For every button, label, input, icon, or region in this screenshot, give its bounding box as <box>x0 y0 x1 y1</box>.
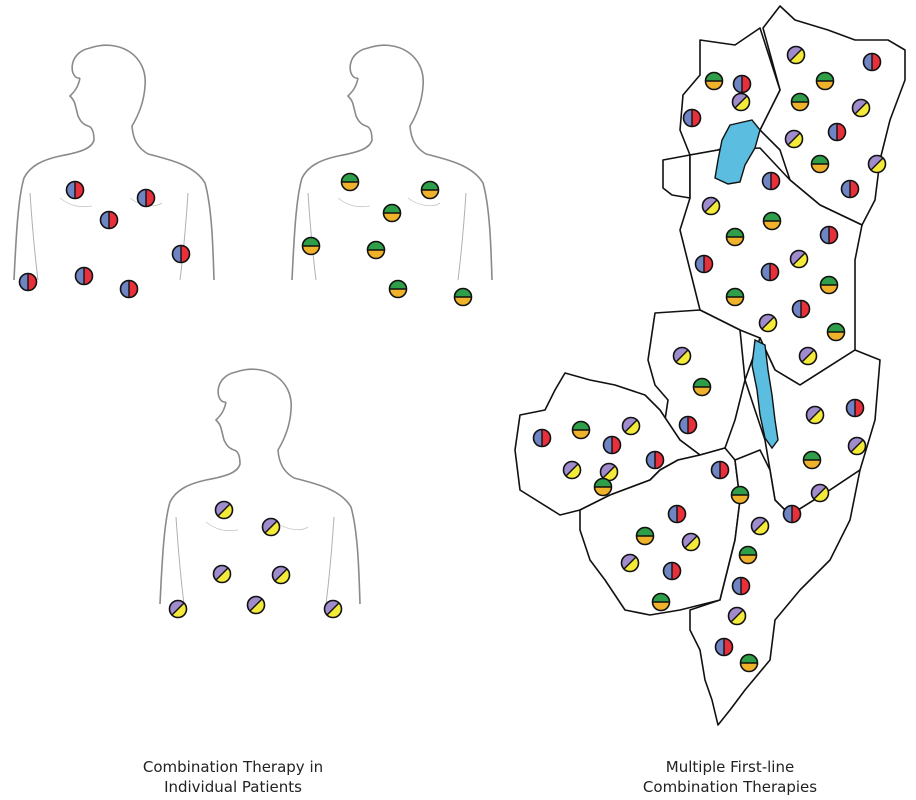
pill-split-purple-yellow <box>867 154 887 174</box>
caption-multiple-therapies: Multiple First-line Combination Therapie… <box>570 757 890 797</box>
pill-split-green-orange <box>420 180 440 200</box>
pill-split-purple-yellow <box>727 606 747 626</box>
pill-split-blue-red <box>99 210 119 230</box>
pill-split-blue-red <box>782 504 802 524</box>
pill-split-purple-yellow <box>168 599 188 619</box>
region-map <box>514 5 906 726</box>
pill-split-purple-yellow <box>620 553 640 573</box>
pill-split-blue-red <box>645 450 665 470</box>
pill-split-purple-yellow <box>810 483 830 503</box>
pill-split-blue-red <box>18 272 38 292</box>
pill-split-purple-yellow <box>701 196 721 216</box>
pill-split-purple-yellow <box>798 346 818 366</box>
pill-split-purple-yellow <box>246 595 266 615</box>
pill-split-blue-red <box>731 576 751 596</box>
pill-split-blue-red <box>136 188 156 208</box>
pill-split-blue-red <box>791 299 811 319</box>
pill-split-purple-yellow <box>851 98 871 118</box>
pill-split-blue-red <box>532 428 552 448</box>
pill-split-purple-yellow <box>731 92 751 112</box>
pill-split-green-orange <box>762 211 782 231</box>
pill-split-green-orange <box>692 377 712 397</box>
pill-split-blue-red <box>862 52 882 72</box>
pill-split-green-orange <box>819 275 839 295</box>
pill-split-purple-yellow <box>261 517 281 537</box>
pill-split-purple-yellow <box>758 313 778 333</box>
pill-split-blue-red <box>74 266 94 286</box>
caption-line-2: Combination Therapies <box>642 778 818 796</box>
pill-split-green-orange <box>810 154 830 174</box>
pill-split-blue-red <box>819 225 839 245</box>
pill-split-blue-red <box>682 108 702 128</box>
pill-split-purple-yellow <box>271 565 291 585</box>
pill-split-blue-red <box>602 435 622 455</box>
pill-split-purple-yellow <box>750 516 770 536</box>
pill-split-green-orange <box>826 322 846 342</box>
pill-split-purple-yellow <box>847 436 867 456</box>
pill-split-green-orange <box>738 545 758 565</box>
pill-split-purple-yellow <box>672 346 692 366</box>
pill-split-blue-red <box>65 180 85 200</box>
pill-split-purple-yellow <box>212 564 232 584</box>
patient-torso-1 <box>13 44 215 281</box>
pill-split-green-orange <box>739 653 759 673</box>
pill-split-purple-yellow <box>784 129 804 149</box>
caption-individual-patients: Combination Therapy in Individual Patien… <box>73 757 393 797</box>
pill-split-blue-red <box>662 561 682 581</box>
patient-torso-3 <box>159 368 361 605</box>
pill-split-purple-yellow <box>562 460 582 480</box>
caption-line-1: Combination Therapy in <box>142 758 324 776</box>
lake-south <box>751 338 779 450</box>
pill-split-blue-red <box>694 254 714 274</box>
map-region-west-sliver <box>662 154 691 199</box>
pill-split-green-orange <box>651 592 671 612</box>
pill-split-blue-red <box>710 460 730 480</box>
pill-split-green-orange <box>301 236 321 256</box>
pill-split-green-orange <box>815 71 835 91</box>
caption-line-2: Individual Patients <box>164 778 302 796</box>
pill-split-purple-yellow <box>621 416 641 436</box>
map-region-south-centre <box>579 447 741 616</box>
pill-split-blue-red <box>760 262 780 282</box>
pill-split-blue-red <box>761 171 781 191</box>
pill-split-purple-yellow <box>786 45 806 65</box>
pill-split-blue-red <box>714 637 734 657</box>
pill-split-purple-yellow <box>805 405 825 425</box>
pill-split-purple-yellow <box>323 599 343 619</box>
pill-split-green-orange <box>382 203 402 223</box>
pill-split-green-orange <box>340 172 360 192</box>
pill-split-blue-red <box>732 74 752 94</box>
pill-split-green-orange <box>593 477 613 497</box>
pill-split-green-orange <box>366 240 386 260</box>
pill-split-purple-yellow <box>789 249 809 269</box>
pill-split-green-orange <box>635 526 655 546</box>
pill-split-purple-yellow <box>214 500 234 520</box>
pill-split-green-orange <box>730 485 750 505</box>
pill-split-green-orange <box>790 92 810 112</box>
pill-split-blue-red <box>171 244 191 264</box>
pill-split-blue-red <box>840 179 860 199</box>
pill-split-green-orange <box>725 287 745 307</box>
pill-split-green-orange <box>571 420 591 440</box>
pill-split-blue-red <box>845 398 865 418</box>
pill-split-purple-yellow <box>681 532 701 552</box>
pill-split-blue-red <box>667 504 687 524</box>
pill-split-blue-red <box>678 415 698 435</box>
caption-line-1: Multiple First-line <box>665 758 795 776</box>
lake-north <box>714 119 761 185</box>
pill-split-blue-red <box>827 122 847 142</box>
patient-torso-2 <box>291 44 493 281</box>
pill-split-green-orange <box>704 71 724 91</box>
pill-layer <box>18 45 887 673</box>
pill-split-blue-red <box>119 279 139 299</box>
pill-split-green-orange <box>388 279 408 299</box>
pill-split-green-orange <box>802 450 822 470</box>
pill-split-green-orange <box>725 227 745 247</box>
pill-split-green-orange <box>453 287 473 307</box>
